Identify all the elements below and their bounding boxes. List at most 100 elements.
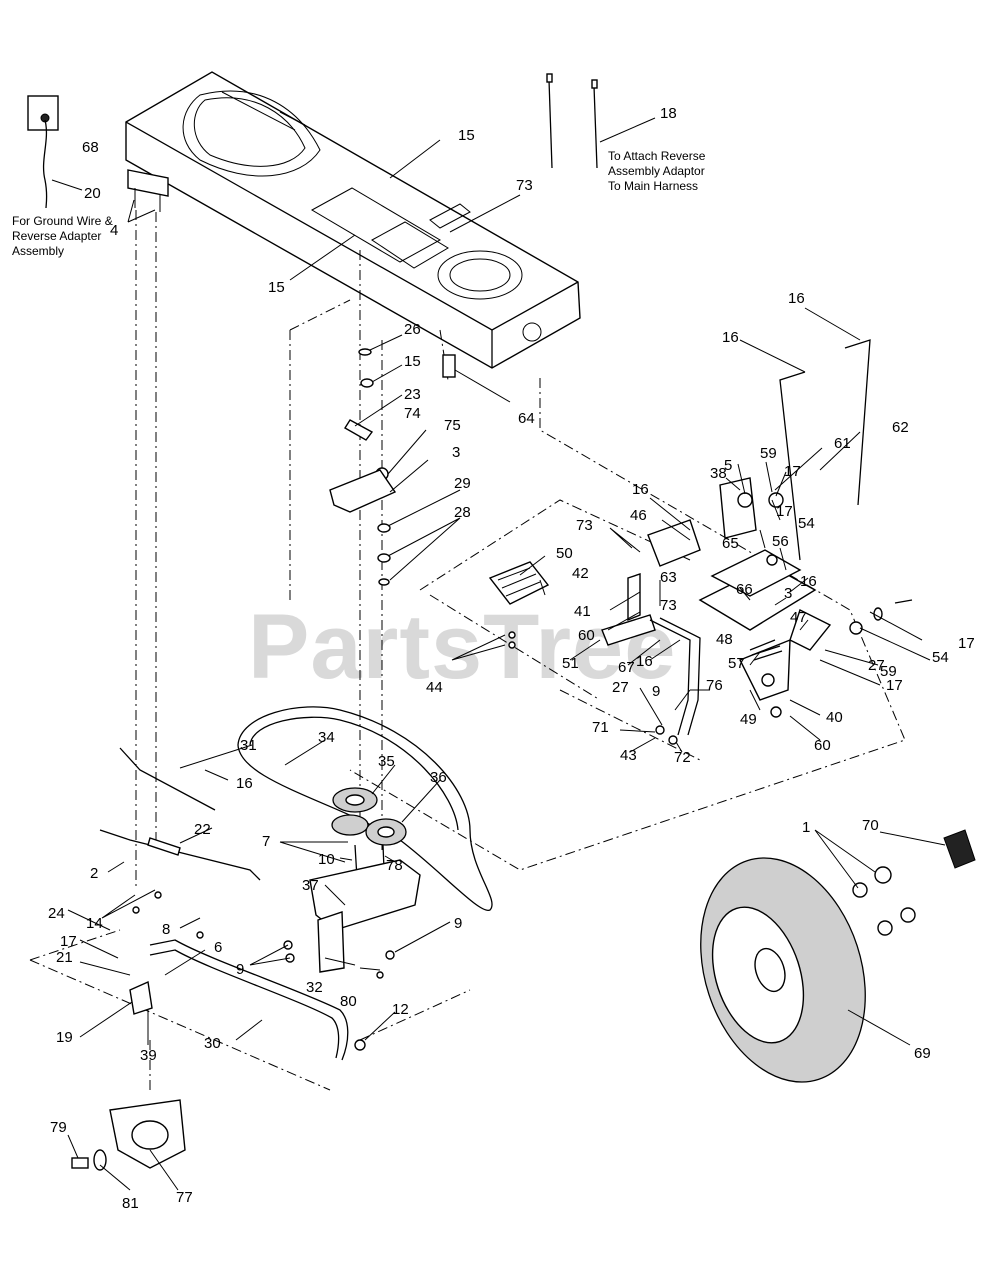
callout-51: 51 [562,655,579,672]
callout-38: 38 [710,465,727,482]
callout-49: 49 [740,711,757,728]
assembly-center-lines [29,210,906,1091]
drive-belt-pulleys [237,706,493,911]
callout-16: 16 [800,573,817,590]
callout-14: 14 [86,915,103,932]
callout-16: 16 [632,481,649,498]
callout-20: 20 [84,185,101,202]
callout-59: 59 [760,445,777,462]
callout-80: 80 [340,993,357,1010]
callout-21: 21 [56,949,73,966]
callout-67: 67 [618,659,635,676]
callout-79: 79 [50,1119,67,1136]
callout-1: 1 [802,819,810,836]
callout-29: 29 [454,475,471,492]
center-hardware-stack [329,348,456,586]
callout-23: 23 [404,386,421,403]
callout-17: 17 [784,463,801,480]
callout-59: 59 [880,663,897,680]
note-ground-line-2: Reverse Adapter [12,229,101,243]
callout-77: 77 [176,1189,193,1206]
callout-16: 16 [636,653,653,670]
callout-15: 15 [404,353,421,370]
callout-40: 40 [826,709,843,726]
callout-73: 73 [576,517,593,534]
callout-44: 44 [426,679,443,696]
note-harness: To Attach Reverse Assembly Adaptor To Ma… [608,149,706,193]
callout-31: 31 [240,737,257,754]
callout-2: 2 [90,865,98,882]
rear-wheel-assembly [700,829,976,1083]
callout-66: 66 [736,581,753,598]
callout-16: 16 [236,775,253,792]
callout-12: 12 [392,1001,409,1018]
note-ground-wire: For Ground Wire & Reverse Adapter Assemb… [12,214,113,258]
wheel-hub-77 [71,1099,186,1171]
callout-37: 37 [302,877,319,894]
callout-35: 35 [378,753,395,770]
callout-17: 17 [958,635,975,652]
callout-54: 54 [798,515,815,532]
callout-16: 16 [722,329,739,346]
callout-34: 34 [318,729,335,746]
callout-15: 15 [268,279,285,296]
callout-48: 48 [716,631,733,648]
callout-60: 60 [578,627,595,644]
callout-3: 3 [452,444,460,461]
wire-ties-18 [546,73,598,169]
callout-61: 61 [834,435,851,452]
watermark-text: PartsTree [248,596,676,698]
callout-15: 15 [458,127,475,144]
callout-78: 78 [386,857,403,874]
callout-30: 30 [204,1035,221,1052]
callout-8: 8 [162,921,170,938]
callout-76: 76 [706,677,723,694]
callout-22: 22 [194,821,211,838]
callout-70: 70 [862,817,879,834]
callout-71: 71 [592,719,609,736]
callout-10: 10 [318,851,335,868]
callout-7: 7 [262,833,270,850]
callout-16: 16 [788,290,805,307]
callout-6: 6 [214,939,222,956]
note-harness-line-3: To Main Harness [608,179,698,193]
note-harness-line-1: To Attach Reverse [608,149,706,163]
pedal-lever-assembly [488,339,913,745]
callout-4: 4 [110,222,118,239]
ground-terminal [27,95,59,209]
frame-chassis [125,71,581,369]
callout-74: 74 [404,405,421,422]
callout-60: 60 [814,737,831,754]
note-ground-line-1: For Ground Wire & [12,214,113,228]
callout-18: 18 [660,105,677,122]
callout-46: 46 [630,507,647,524]
callout-54: 54 [932,649,949,666]
callout-27: 27 [612,679,629,696]
callout-47: 47 [790,609,807,626]
callout-64: 64 [518,410,535,427]
callout-73: 73 [516,177,533,194]
callout-57: 57 [728,655,745,672]
shift-rod-brackets [99,747,421,1061]
callout-5: 5 [724,457,732,474]
callout-75: 75 [444,417,461,434]
callout-3: 3 [784,585,792,602]
note-harness-line-2: Assembly Adaptor [608,164,705,178]
callout-9: 9 [236,961,244,978]
callout-36: 36 [430,769,447,786]
callout-17: 17 [60,933,77,950]
callout-43: 43 [620,747,637,764]
callout-17: 17 [776,503,793,520]
callout-68: 68 [82,139,99,156]
callout-17: 17 [886,677,903,694]
callout-28: 28 [454,504,471,521]
callout-73: 73 [660,597,677,614]
callout-81: 81 [122,1195,139,1212]
callout-27: 27 [868,657,885,674]
frame-bracket-4 [127,169,169,212]
callout-26: 26 [404,321,421,338]
callout-50: 50 [556,545,573,562]
note-ground-line-3: Assembly [12,244,64,258]
callout-63: 63 [660,569,677,586]
